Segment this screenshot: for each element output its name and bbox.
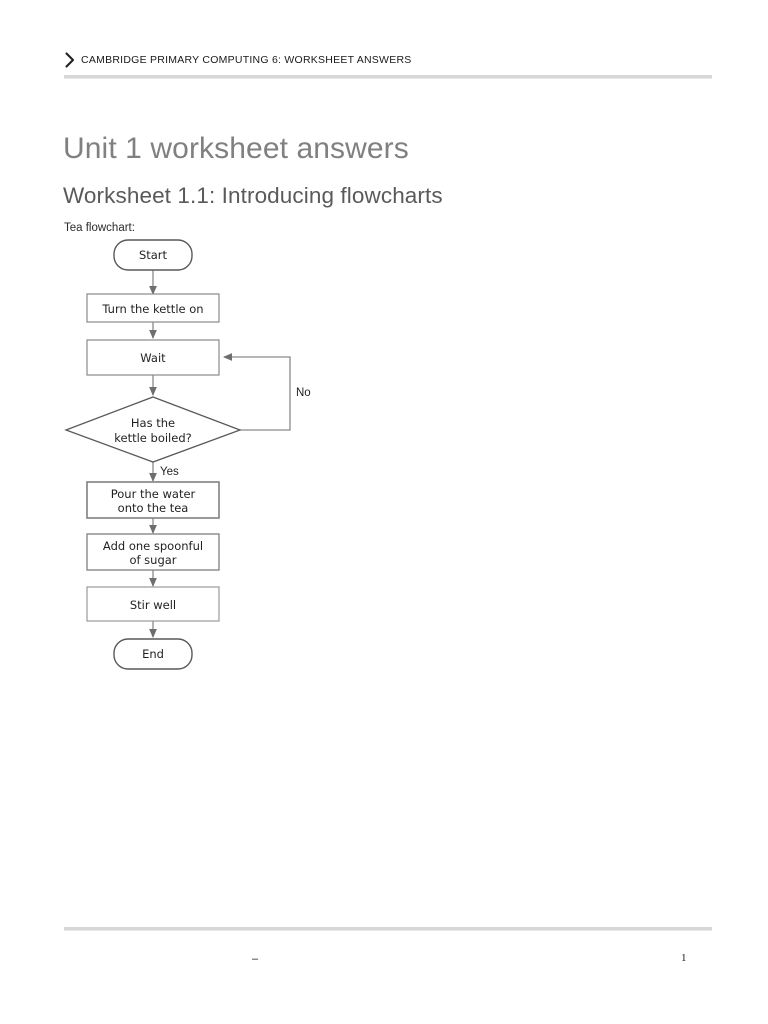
flowchart-node-pour-water-label-line1: Pour the water xyxy=(111,487,196,501)
flowchart-node-decision-label-line2: kettle boiled? xyxy=(114,431,191,445)
flowchart-node-stir-well: Stir well xyxy=(86,586,220,622)
flowchart-node-pour-water: Pour the water onto the tea xyxy=(86,481,220,519)
flowchart-node-turn-kettle-on: Turn the kettle on xyxy=(86,293,220,323)
footer-divider xyxy=(64,927,712,931)
flowchart-svg: Start Turn the kettle on Wait Has the ke… xyxy=(64,239,311,670)
flowchart-node-wait-label: Wait xyxy=(140,351,166,365)
flowchart-edge-label-no: No xyxy=(296,387,311,399)
flowchart-node-pour-water-label-line2: onto the tea xyxy=(118,501,189,515)
chevron-right-icon xyxy=(65,52,75,68)
tea-flowchart-figure: Start Turn the kettle on Wait Has the ke… xyxy=(55,232,345,682)
flowchart-node-start: Start xyxy=(113,239,193,271)
flowchart-node-end: End xyxy=(113,638,193,670)
footer-page-number: 1 xyxy=(681,952,687,964)
document-header: CAMBRIDGE PRIMARY COMPUTING 6: WORKSHEET… xyxy=(64,48,712,72)
header-divider xyxy=(64,75,712,79)
flowchart-node-wait: Wait xyxy=(86,339,220,376)
header-title: CAMBRIDGE PRIMARY COMPUTING 6: WORKSHEET… xyxy=(81,54,412,66)
flowchart-node-end-label: End xyxy=(142,647,164,661)
flowchart-connectors xyxy=(149,270,291,639)
flowchart-edge-label-yes: Yes xyxy=(160,466,179,478)
page-title: Unit 1 worksheet answers xyxy=(63,132,409,166)
footer-dash: – xyxy=(252,953,259,965)
flowchart-node-add-sugar-label-line2: of sugar xyxy=(129,553,176,567)
flowchart-node-add-sugar: Add one spoonful of sugar xyxy=(86,533,220,571)
flowchart-node-decision: Has the kettle boiled? xyxy=(64,396,242,463)
flowchart-node-decision-label-line1: Has the xyxy=(131,416,175,430)
flowchart-node-stir-well-label: Stir well xyxy=(130,598,176,612)
section-heading: Worksheet 1.1: Introducing flowcharts xyxy=(63,182,443,208)
flowchart-node-start-label: Start xyxy=(139,248,168,262)
flowchart-node-add-sugar-label-line1: Add one spoonful xyxy=(103,539,203,553)
flowchart-node-turn-kettle-on-label: Turn the kettle on xyxy=(101,302,203,316)
intro-text: Tea flowchart: xyxy=(64,221,135,234)
